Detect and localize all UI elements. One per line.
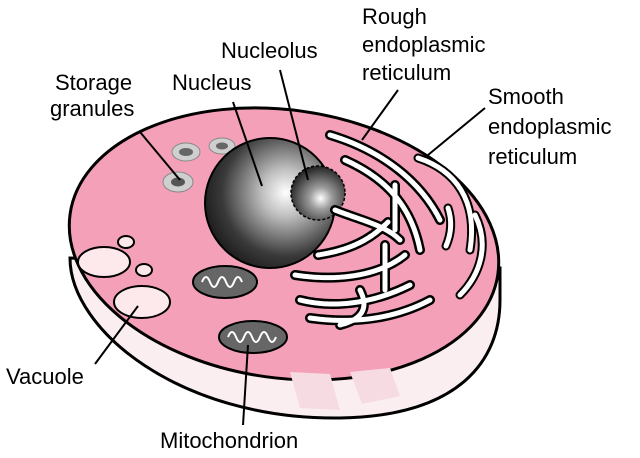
mitochondrion-lower [218, 320, 288, 354]
rough-er [290, 130, 445, 330]
rim-band [290, 372, 340, 410]
labels: Storage granules Nucleus Nucleolus Rough… [6, 4, 612, 453]
label-smooth-er-line1: Smooth [488, 84, 564, 109]
label-storage-granules-line2: granules [50, 96, 134, 121]
label-mitochondrion: Mitochondrion [160, 428, 298, 453]
mitochondrion-upper [192, 265, 258, 299]
label-smooth-er-line3: reticulum [488, 144, 577, 169]
leader-lines [94, 69, 486, 426]
label-smooth-er-line2: endoplasmic [488, 114, 612, 139]
label-storage-granules-line1: Storage [55, 70, 132, 95]
label-rough-er-line1: Rough [362, 4, 427, 29]
label-nucleus: Nucleus [172, 70, 251, 95]
storage-granules [162, 137, 236, 193]
label-rough-er-line3: reticulum [362, 60, 451, 85]
label-vacuole: Vacuole [6, 364, 84, 389]
vacuoles [77, 235, 171, 319]
label-rough-er-line2: endoplasmic [362, 32, 486, 57]
smooth-er [413, 153, 487, 300]
label-nucleolus: Nucleolus [221, 38, 318, 63]
rim-band [350, 368, 400, 404]
